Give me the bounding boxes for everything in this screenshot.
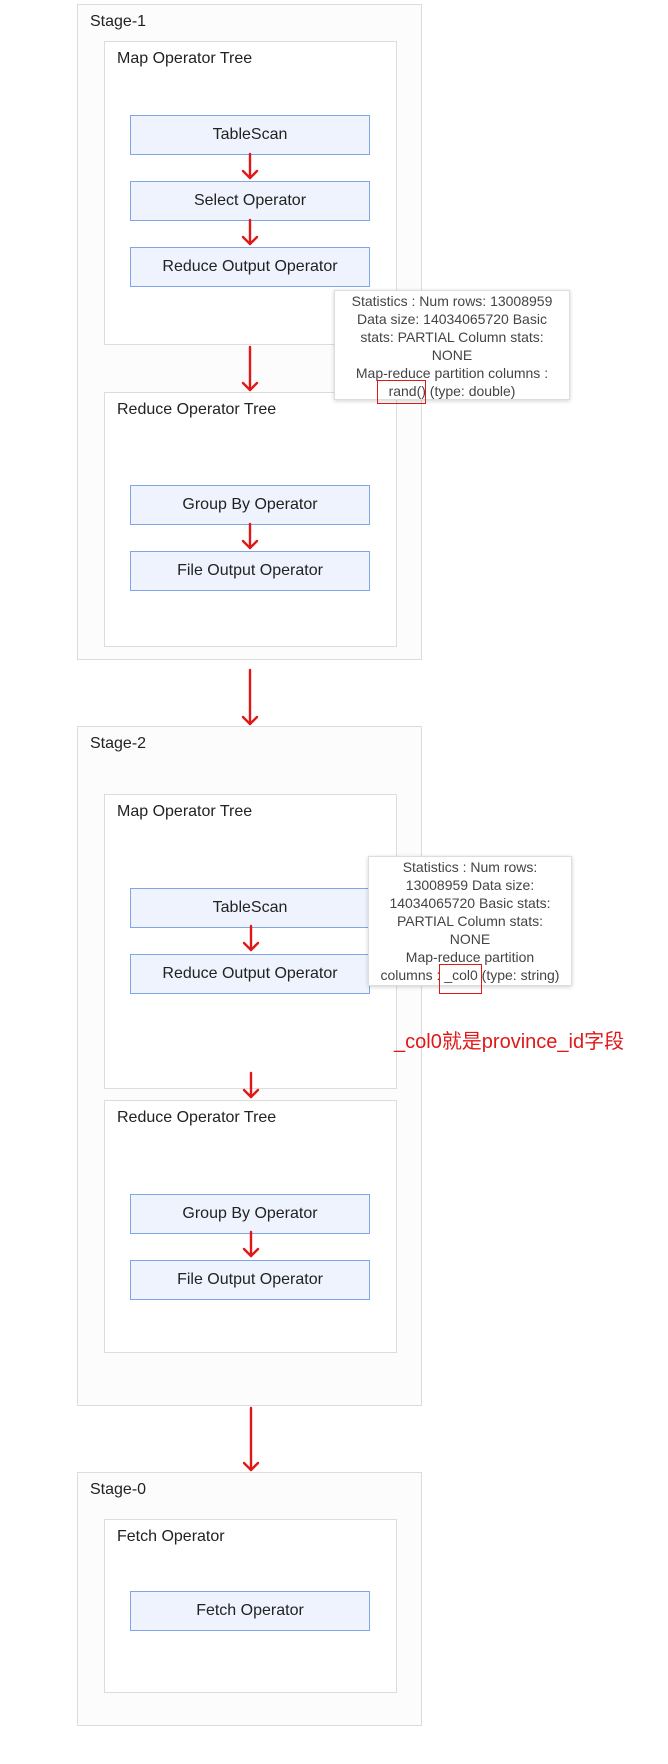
arrow-stage2-to-stage0 [242,1406,260,1472]
reduce-operator-tree: Reduce Operator Tree Group By Operator F… [104,1100,397,1353]
stage-0: Stage-0 Fetch Operator Fetch Operator [77,1472,422,1726]
group-by-operator[interactable]: Group By Operator [130,1194,370,1234]
reduce-output-operator[interactable]: Reduce Output Operator [130,247,370,287]
statistics-tooltip-stage1: Statistics : Num rows: 13008959 Data siz… [334,290,570,400]
arrow-map-to-reduce-stage1 [241,345,259,392]
partition-column-value: _col0 [444,967,478,983]
tree-title: Fetch Operator [117,1528,225,1545]
group-by-operator[interactable]: Group By Operator [130,485,370,525]
arrow-tablescan-to-select [241,152,259,180]
highlight-box-rand [377,380,426,404]
tooltip-line: Statistics : Num rows: [402,859,538,875]
partition-column-value: rand() [388,383,426,399]
tooltip-line: 14034065720 Basic stats: [389,895,551,911]
file-output-operator[interactable]: File Output Operator [130,551,370,591]
arrow-groupby-to-fileoutput-stage2 [242,1230,260,1258]
tooltip-line: PARTIAL Column stats: [396,913,543,929]
arrow-select-to-reduce-output [241,218,259,246]
reduce-output-operator[interactable]: Reduce Output Operator [130,954,370,994]
arrow-map-to-reduce-stage2 [242,1071,260,1099]
tooltip-line: NONE [449,931,491,947]
tooltip-line: Map-reduce partition [405,949,535,965]
fetch-operator[interactable]: Fetch Operator [130,1591,370,1631]
tooltip-line: NONE [431,347,473,363]
stage-title: Stage-0 [90,1481,147,1498]
partition-column-type: (type: double) [425,383,516,399]
reduce-operator-tree: Reduce Operator Tree Group By Operator F… [104,392,397,647]
tablescan-operator[interactable]: TableScan [130,115,370,155]
annotation-text: _col0就是province_id字段 [394,1031,625,1053]
tree-title: Reduce Operator Tree [117,1109,277,1126]
tooltip-line-last: rand() (type: double) [337,382,567,400]
highlight-box-col0 [439,964,482,994]
tooltip-line: Statistics : Num rows: 13008959 [351,293,553,309]
arrow-stage1-to-stage2 [241,668,259,726]
tooltip-line: 13008959 Data size: [405,877,535,893]
arrow-groupby-to-fileoutput-stage1 [241,522,259,550]
tooltip-line: Map-reduce partition columns : [355,365,549,381]
partition-column-type: (type: string) [477,967,560,983]
file-output-operator[interactable]: File Output Operator [130,1260,370,1300]
tooltip-line: stats: PARTIAL Column stats: [360,329,544,345]
tree-title: Map Operator Tree [117,50,253,67]
tooltip-line-last: columns : _col0 (type: string) [371,966,569,984]
tooltip-prefix: columns : [380,967,445,983]
fetch-operator-tree: Fetch Operator Fetch Operator [104,1519,397,1693]
tree-title: Reduce Operator Tree [117,401,277,418]
stage-2: Stage-2 Map Operator Tree TableScan Redu… [77,726,422,1406]
stage-title: Stage-1 [90,13,147,30]
tooltip-line: Data size: 14034065720 Basic [357,311,547,327]
stage-title: Stage-2 [90,735,147,752]
arrow-tablescan-to-reduce-output-stage2 [242,924,260,952]
tree-title: Map Operator Tree [117,803,253,820]
